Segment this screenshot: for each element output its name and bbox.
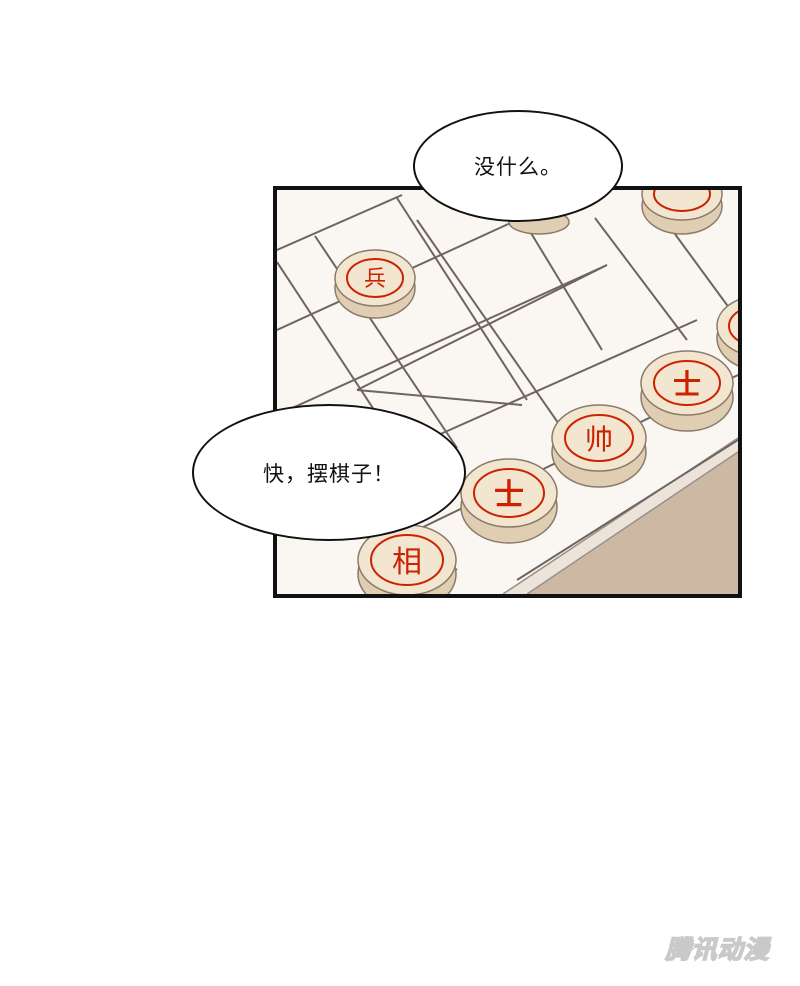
speech-text-left: 快，摆棋子！: [263, 461, 395, 486]
speech-bubble-top: 没什么。: [413, 110, 623, 222]
watermark-text: 腾讯动漫: [665, 934, 770, 965]
watermark-logo: 腾讯动漫: [655, 930, 780, 966]
svg-text:相: 相: [392, 545, 422, 580]
piece-shuai: 帅: [551, 404, 647, 488]
piece-top-right: [641, 190, 723, 235]
piece-right-edge: [716, 299, 738, 367]
svg-text:兵: 兵: [364, 267, 386, 292]
svg-text:士: 士: [494, 478, 524, 513]
piece-shi-left: 士: [460, 458, 558, 544]
piece-shi-right: 士: [640, 350, 734, 432]
piece-soldier: 兵: [334, 249, 416, 319]
speech-bubble-left: 快，摆棋子！: [192, 404, 466, 541]
svg-text:帅: 帅: [585, 423, 613, 456]
speech-text-top: 没什么。: [474, 155, 562, 179]
piece-xiang: 相: [357, 524, 457, 594]
svg-text:士: 士: [673, 368, 701, 401]
